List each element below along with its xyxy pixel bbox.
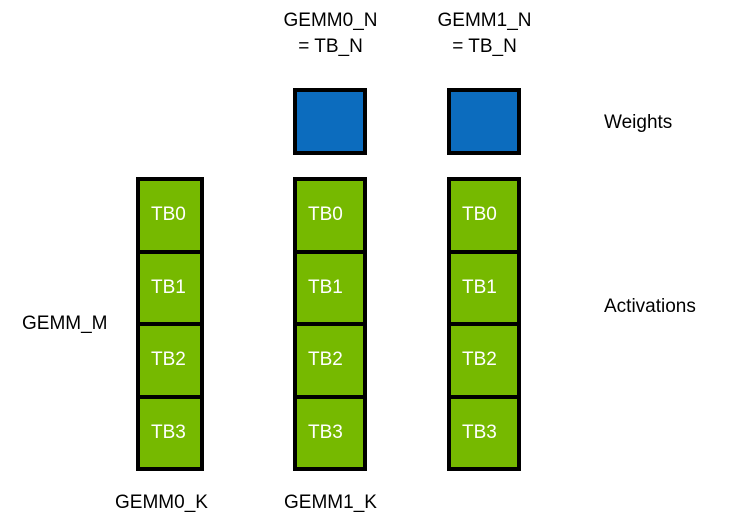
table-row: TB0 — [293, 177, 367, 254]
table-row: TB1 — [293, 249, 367, 326]
tb-cell-label: TB1 — [462, 276, 497, 298]
gemm0-weight-tile — [293, 88, 367, 155]
table-row: TB1 — [447, 249, 521, 326]
tb-cell-label: TB2 — [462, 349, 497, 371]
tb-cell-label: TB2 — [151, 349, 186, 371]
gemm1-n-label-line1: GEMM1_N — [437, 10, 532, 31]
gemm0-n-label: GEMM0_N = TB_N — [258, 8, 403, 60]
tb-cell-label: TB3 — [462, 421, 497, 443]
gemm0-k-label: GEMM0_K — [115, 492, 208, 513]
tb-cell-label: TB2 — [308, 349, 343, 371]
table-row: TB2 — [136, 322, 204, 399]
gemm-m-label: GEMM_M — [22, 313, 108, 334]
weights-label: Weights — [604, 112, 673, 133]
tb-cell-label: TB1 — [308, 276, 343, 298]
tb-cell-label: TB0 — [151, 204, 186, 226]
table-row: TB0 — [447, 177, 521, 254]
gemm0-activation-column: TB0 TB1 TB2 TB3 — [293, 177, 367, 471]
gemm-m-activation-column: TB0 TB1 TB2 TB3 — [136, 177, 204, 471]
activations-label: Activations — [604, 296, 696, 317]
gemm1-k-label: GEMM1_K — [284, 492, 377, 513]
gemm1-n-label-line2: = TB_N — [452, 36, 517, 57]
tb-cell-label: TB0 — [308, 204, 343, 226]
tb-cell-label: TB0 — [462, 204, 497, 226]
gemm0-n-label-line1: GEMM0_N — [283, 10, 378, 31]
table-row: TB2 — [447, 322, 521, 399]
gemm1-weight-tile — [447, 88, 521, 155]
table-row: TB3 — [293, 394, 367, 471]
gemm1-activation-column: TB0 TB1 TB2 TB3 — [447, 177, 521, 471]
table-row: TB3 — [447, 394, 521, 471]
table-row: TB0 — [136, 177, 204, 254]
gemm1-n-label: GEMM1_N = TB_N — [412, 8, 557, 60]
tb-cell-label: TB3 — [308, 421, 343, 443]
table-row: TB1 — [136, 249, 204, 326]
table-row: TB2 — [293, 322, 367, 399]
tb-cell-label: TB3 — [151, 421, 186, 443]
table-row: TB3 — [136, 394, 204, 471]
tb-cell-label: TB1 — [151, 276, 186, 298]
gemm0-n-label-line2: = TB_N — [298, 36, 363, 57]
